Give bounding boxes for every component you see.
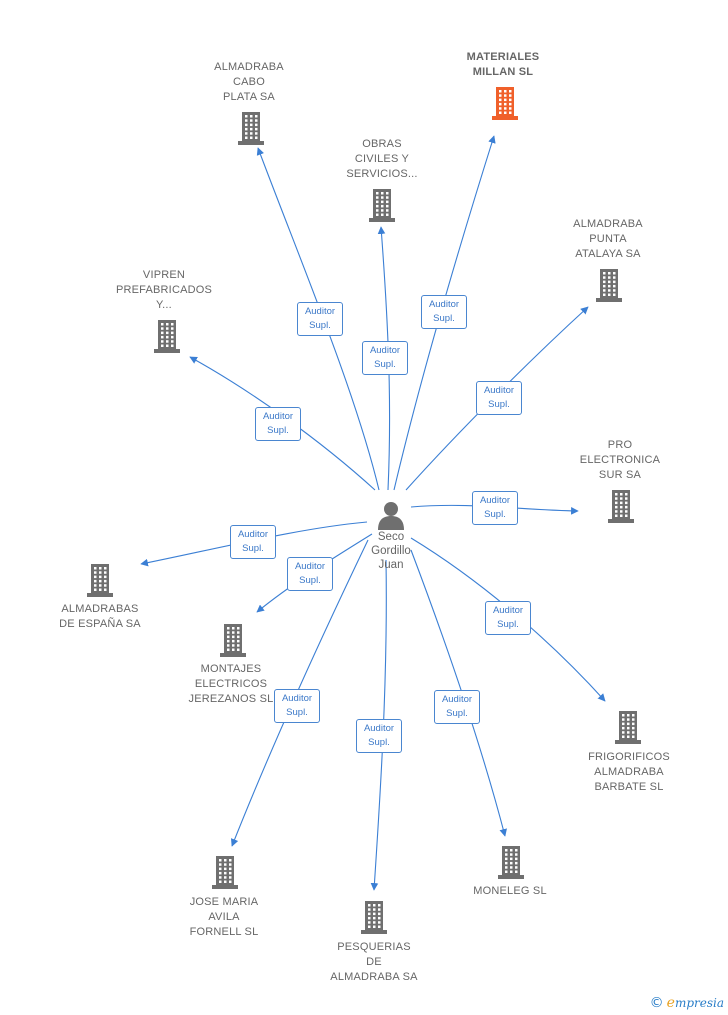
- building-icon-vipren: [154, 320, 180, 353]
- edge-label-pro-electronica[interactable]: Auditor Supl.: [472, 491, 518, 525]
- edge-label-almadraba-punta[interactable]: Auditor Supl.: [476, 381, 522, 415]
- company-label-almadraba-cabo[interactable]: ALMADRABA CABO PLATA SA: [200, 60, 298, 105]
- company-label-moneleg[interactable]: MONELEG SL: [464, 884, 556, 899]
- building-icon-frigorificos: [615, 711, 641, 744]
- building-icon-pro-electronica: [608, 490, 634, 523]
- company-label-almadraba-punta[interactable]: ALMADRABA PUNTA ATALAYA SA: [560, 217, 656, 262]
- building-icon-almadraba-cabo: [238, 112, 264, 145]
- company-name: MONELEG SL: [473, 885, 547, 897]
- company-name: PESQUERIAS DE ALMADRABA SA: [330, 941, 418, 983]
- company-label-jose-maria[interactable]: JOSE MARIA AVILA FORNELL SL: [176, 895, 272, 940]
- company-name: VIPREN PREFABRICADOS Y...: [115, 269, 213, 311]
- edge-label-moneleg[interactable]: Auditor Supl.: [434, 690, 480, 724]
- building-icon-jose-maria: [212, 856, 238, 889]
- edge-label-vipren[interactable]: Auditor Supl.: [255, 407, 301, 441]
- building-icon-moneleg: [498, 846, 524, 879]
- edge-label-pesquerias[interactable]: Auditor Supl.: [356, 719, 402, 753]
- company-label-obras-civiles[interactable]: OBRAS CIVILES Y SERVICIOS...: [338, 137, 426, 182]
- building-icon-almadrabas-espana: [87, 564, 113, 597]
- company-name: FRIGORIFICOS ALMADRABA BARBATE SL: [588, 751, 670, 793]
- company-label-pro-electronica[interactable]: PRO ELECTRONICA SUR SA: [570, 438, 670, 483]
- edge-label-obras-civiles[interactable]: Auditor Supl.: [362, 341, 408, 375]
- edge-label-materiales-millan[interactable]: Auditor Supl.: [421, 295, 467, 329]
- building-icon-montajes: [220, 624, 246, 657]
- company-name: ALMADRABA PUNTA ATALAYA SA: [573, 218, 643, 260]
- company-name: MATERIALES MILLAN SL: [466, 51, 540, 78]
- person-icon: [378, 502, 404, 530]
- person-name: Seco Gordillo Juan: [371, 531, 411, 571]
- company-label-montajes[interactable]: MONTAJES ELECTRICOS JEREZANOS SL: [182, 662, 280, 707]
- edge-label-frigorificos[interactable]: Auditor Supl.: [485, 601, 531, 635]
- company-name: PRO ELECTRONICA SUR SA: [579, 439, 661, 481]
- company-name: JOSE MARIA AVILA FORNELL SL: [189, 896, 259, 938]
- company-name: ALMADRABA CABO PLATA SA: [214, 61, 284, 103]
- company-label-frigorificos[interactable]: FRIGORIFICOS ALMADRABA BARBATE SL: [574, 750, 684, 795]
- building-icon-pesquerias: [361, 901, 387, 934]
- edge-label-jose-maria[interactable]: Auditor Supl.: [274, 689, 320, 723]
- edge-label-almadraba-cabo[interactable]: Auditor Supl.: [297, 302, 343, 336]
- building-icon-almadraba-punta: [596, 269, 622, 302]
- edge-label-almadrabas-espana[interactable]: Auditor Supl.: [230, 525, 276, 559]
- company-label-almadrabas-espana[interactable]: ALMADRABAS DE ESPAÑA SA: [50, 602, 150, 632]
- building-icon-materiales-millan: [492, 87, 518, 120]
- edge-label-montajes[interactable]: Auditor Supl.: [287, 557, 333, 591]
- company-label-pesquerias[interactable]: PESQUERIAS DE ALMADRABA SA: [322, 940, 426, 985]
- company-name: OBRAS CIVILES Y SERVICIOS...: [346, 138, 418, 180]
- company-name: ALMADRABAS DE ESPAÑA SA: [59, 603, 141, 630]
- company-label-vipren[interactable]: VIPREN PREFABRICADOS Y...: [112, 268, 216, 313]
- empresia-watermark: ©empresia: [649, 995, 724, 1011]
- company-label-materiales-millan[interactable]: MATERIALES MILLAN SL: [450, 50, 556, 80]
- company-name: MONTAJES ELECTRICOS JEREZANOS SL: [188, 663, 274, 705]
- center-person-node[interactable]: Seco Gordillo Juan: [362, 500, 420, 572]
- building-icon-obras-civiles: [369, 189, 395, 222]
